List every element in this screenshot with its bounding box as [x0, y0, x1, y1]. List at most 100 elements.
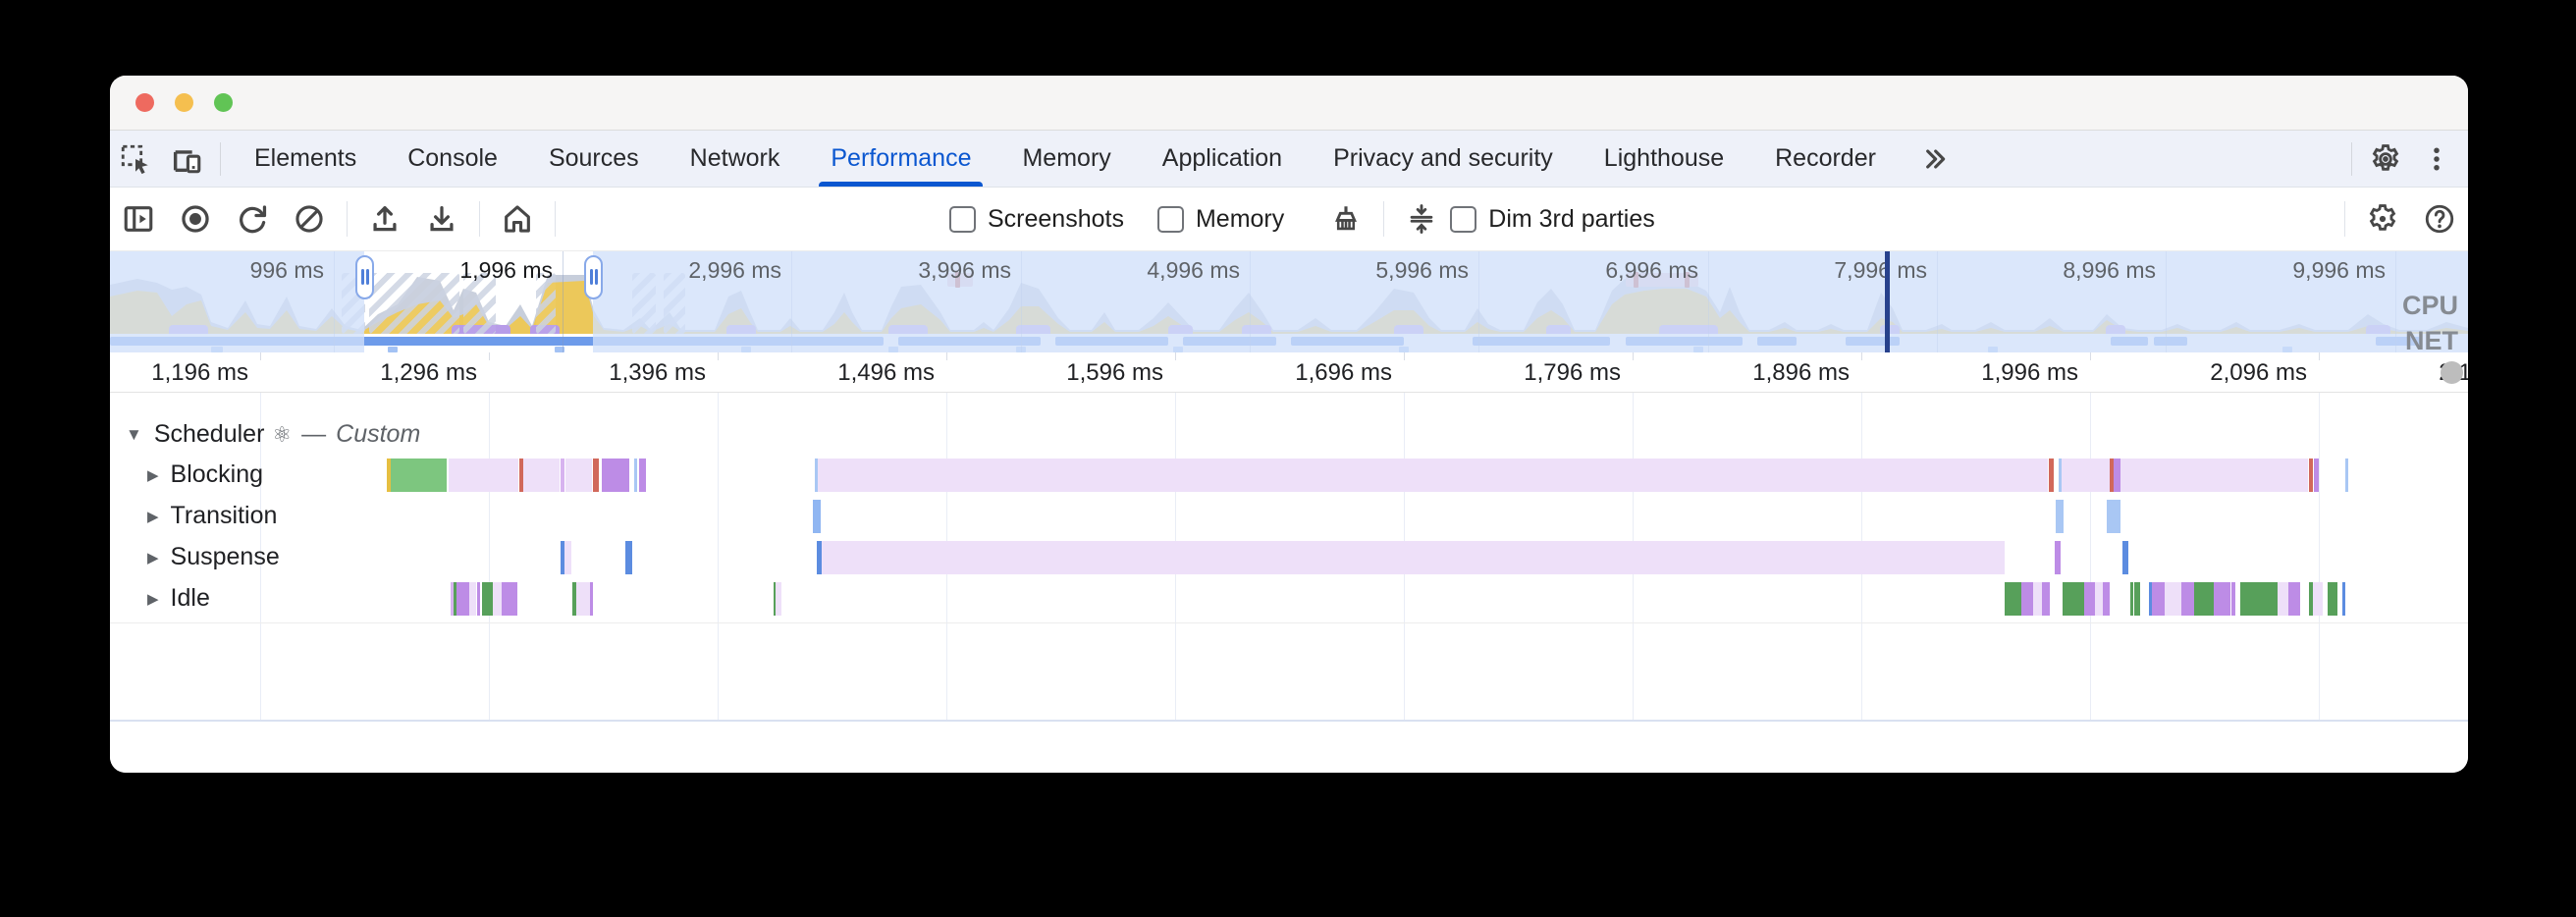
track-event-idle[interactable]	[2214, 582, 2230, 616]
track-event-idle[interactable]	[482, 582, 493, 616]
track-event-idle[interactable]	[2342, 582, 2345, 616]
toggle-sidebar-icon[interactable]	[113, 195, 164, 243]
download-icon[interactable]	[416, 195, 467, 243]
track-event-suspense[interactable]	[822, 541, 2005, 574]
track-event-idle[interactable]	[2288, 582, 2300, 616]
track-row-transition[interactable]: ▶Transition	[147, 502, 277, 530]
track-event-blocking[interactable]	[602, 458, 629, 492]
upload-icon[interactable]	[359, 195, 410, 243]
help-icon[interactable]	[2414, 195, 2465, 243]
track-event-blocking[interactable]	[2110, 458, 2114, 492]
track-event-idle[interactable]	[2103, 582, 2110, 616]
reload-icon[interactable]	[227, 195, 278, 243]
track-event-blocking[interactable]	[2309, 458, 2313, 492]
tab-privacy-and-security[interactable]: Privacy and security	[1333, 144, 1553, 172]
checkbox-dim-3rd-parties[interactable]: Dim 3rd parties	[1450, 205, 1655, 234]
track-event-idle[interactable]	[469, 582, 476, 616]
selection-handle-left[interactable]	[355, 255, 374, 299]
tab-memory[interactable]: Memory	[1022, 144, 1111, 172]
track-event-idle[interactable]	[2328, 582, 2337, 616]
track-event-blocking[interactable]	[2059, 458, 2062, 492]
track-event-suspense[interactable]	[564, 541, 571, 574]
inspect-element-icon[interactable]	[114, 137, 157, 181]
collect-garbage-icon[interactable]	[1320, 195, 1371, 243]
track-event-transition[interactable]	[813, 500, 821, 533]
clear-icon[interactable]	[284, 195, 335, 243]
track-event-blocking[interactable]	[634, 458, 637, 492]
track-event-idle[interactable]	[2181, 582, 2194, 616]
settings-gear-icon[interactable]	[2364, 137, 2407, 181]
track-event-idle[interactable]	[2084, 582, 2095, 616]
track-event-blocking[interactable]	[2345, 458, 2348, 492]
selection-handle-right[interactable]	[584, 255, 603, 299]
track-event-blocking[interactable]	[2062, 458, 2110, 492]
track-event-blocking[interactable]	[2314, 458, 2319, 492]
track-event-idle[interactable]	[2095, 582, 2103, 616]
playhead-line[interactable]	[1885, 251, 1890, 352]
track-event-idle[interactable]	[451, 582, 454, 616]
track-event-blocking[interactable]	[391, 458, 447, 492]
tab-performance[interactable]: Performance	[805, 131, 996, 187]
track-event-idle[interactable]	[590, 582, 593, 616]
expand-triangle-icon[interactable]: ▶	[147, 549, 159, 566]
track-event-idle[interactable]	[2165, 582, 2181, 616]
compress-arrows-icon[interactable]	[1396, 195, 1447, 243]
track-event-blocking[interactable]	[519, 458, 523, 492]
track-event-idle[interactable]	[2240, 582, 2278, 616]
track-event-blocking[interactable]	[818, 458, 2048, 492]
track-event-idle[interactable]	[576, 582, 590, 616]
kebab-menu-icon[interactable]	[2415, 137, 2458, 181]
track-event-idle[interactable]	[493, 582, 502, 616]
track-event-idle[interactable]	[776, 582, 781, 616]
expand-triangle-icon[interactable]: ▶	[147, 466, 159, 484]
traffic-light-minimize[interactable]	[175, 93, 193, 112]
track-event-idle[interactable]	[774, 582, 776, 616]
traffic-light-close[interactable]	[135, 93, 154, 112]
tab-lighthouse[interactable]: Lighthouse	[1603, 144, 1725, 172]
track-event-idle[interactable]	[2063, 582, 2084, 616]
device-toolbar-icon[interactable]	[165, 137, 208, 181]
gear-icon[interactable]	[2357, 195, 2408, 243]
tab-console[interactable]: Console	[407, 144, 498, 172]
track-row-suspense[interactable]: ▶Suspense	[147, 543, 280, 571]
track-row-idle[interactable]: ▶Idle	[147, 584, 210, 613]
track-event-idle[interactable]	[2042, 582, 2050, 616]
track-event-idle[interactable]	[2130, 582, 2133, 616]
traffic-light-zoom[interactable]	[214, 93, 233, 112]
track-event-idle[interactable]	[2134, 582, 2140, 616]
track-event-blocking[interactable]	[815, 458, 818, 492]
tab-recorder[interactable]: Recorder	[1775, 144, 1876, 172]
track-event-blocking[interactable]	[561, 458, 564, 492]
expand-triangle-icon[interactable]: ▶	[147, 590, 159, 608]
checkbox-box[interactable]	[1156, 205, 1184, 233]
track-event-transition[interactable]	[2107, 500, 2120, 533]
track-event-idle[interactable]	[502, 582, 517, 616]
tab-elements[interactable]: Elements	[254, 144, 357, 172]
track-event-idle[interactable]	[2021, 582, 2033, 616]
track-row-blocking[interactable]: ▶Blocking	[147, 460, 263, 489]
home-icon[interactable]	[492, 195, 543, 243]
track-event-suspense[interactable]	[2122, 541, 2128, 574]
track-event-idle[interactable]	[572, 582, 576, 616]
more-tabs-icon[interactable]	[1902, 143, 1968, 175]
tab-application[interactable]: Application	[1161, 144, 1283, 172]
scrollbar-knob[interactable]	[2441, 361, 2463, 384]
track-event-idle[interactable]	[2194, 582, 2214, 616]
track-event-idle[interactable]	[2033, 582, 2042, 616]
track-event-idle[interactable]	[2278, 582, 2288, 616]
track-event-idle[interactable]	[477, 582, 480, 616]
track-event-blocking[interactable]	[2120, 458, 2308, 492]
checkbox-box[interactable]	[949, 205, 976, 233]
track-event-blocking[interactable]	[2049, 458, 2054, 492]
checkbox-screenshots[interactable]: Screenshots	[949, 205, 1124, 234]
track-event-blocking[interactable]	[523, 458, 560, 492]
track-event-blocking[interactable]	[449, 458, 518, 492]
track-event-blocking[interactable]	[565, 458, 592, 492]
track-event-blocking[interactable]	[593, 458, 599, 492]
track-event-blocking[interactable]	[387, 458, 391, 492]
track-event-blocking[interactable]	[639, 458, 646, 492]
track-event-idle[interactable]	[2309, 582, 2313, 616]
track-event-transition[interactable]	[2056, 500, 2064, 533]
track-event-idle[interactable]	[2231, 582, 2235, 616]
track-event-idle[interactable]	[2149, 582, 2152, 616]
